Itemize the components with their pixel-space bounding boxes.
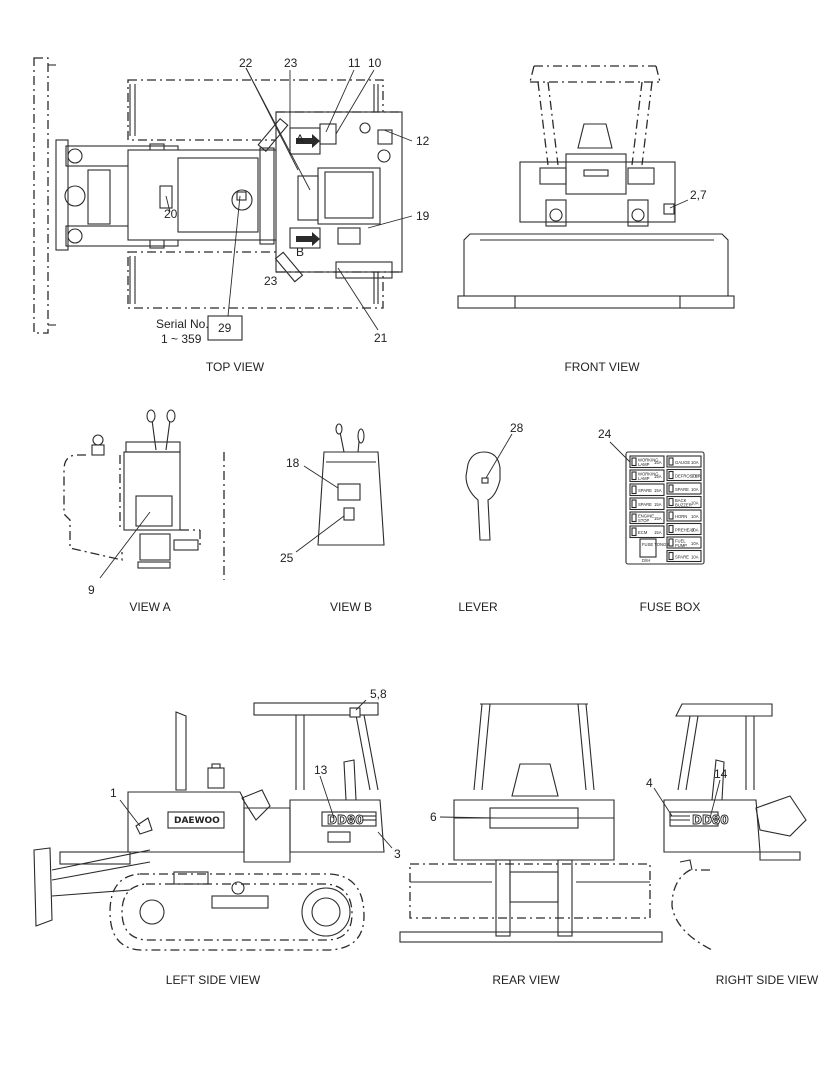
- right-side-view-caption: RIGHT SIDE VIEW: [716, 973, 819, 987]
- callout-4: 4: [646, 776, 653, 790]
- callout-5-8: 5,8: [370, 687, 387, 701]
- callout-6: 6: [430, 810, 437, 824]
- serial-label: Serial No.: [156, 317, 209, 331]
- callout-28: 28: [510, 421, 524, 435]
- fuse-amperage: 10A: [691, 514, 699, 519]
- callout-11: 11: [348, 56, 361, 70]
- view-b-drawing: [295, 423, 385, 553]
- callout-9: 9: [88, 583, 95, 597]
- fuse-box-footer: D/IH: [642, 558, 650, 563]
- fuse-amperage: 10A: [691, 460, 699, 465]
- top-view-drawing: [33, 57, 413, 341]
- fuse-name: GAUGE: [675, 460, 690, 465]
- front-view-drawing: [457, 65, 735, 309]
- lever-drawing: [465, 433, 513, 541]
- brand-decal-left: DAEWOO: [174, 816, 220, 826]
- fuse-name: SPARE: [638, 502, 652, 507]
- serial-range: 1 ~ 359: [161, 332, 202, 346]
- callout-13: 13: [314, 763, 328, 777]
- fuse-amperage: 10A: [691, 501, 699, 506]
- fuse-amperage: 15A: [654, 474, 662, 479]
- top-view-caption: TOP VIEW: [206, 360, 265, 374]
- model-decal-right: DD80: [692, 813, 729, 827]
- callout-18: 18: [286, 456, 300, 470]
- right-side-view-drawing: DD80: [653, 703, 807, 951]
- fuse-box-caption: FUSE BOX: [640, 600, 701, 614]
- model-decal-left: DD80: [327, 813, 364, 827]
- fuse-name: ECM: [638, 530, 648, 535]
- fuse-name: PREHEAT: [675, 528, 695, 533]
- callout-23-bottom: 23: [264, 274, 278, 288]
- callout-29: 29: [218, 321, 232, 335]
- fuse-name: SPARE: [675, 555, 689, 560]
- callout-21: 21: [374, 331, 388, 345]
- callout-3: 3: [394, 847, 401, 861]
- fuse-amperage: 15A: [654, 460, 662, 465]
- callout-2-7: 2,7: [690, 188, 707, 202]
- fuse-name: SPARE: [675, 487, 689, 492]
- fuse-slot: ECM 15A: [629, 525, 665, 539]
- fuse-amperage: 15A: [654, 530, 662, 535]
- callout-19: 19: [416, 209, 430, 223]
- fuse-amperage: 15A: [654, 488, 662, 493]
- view-b-caption: VIEW B: [330, 600, 372, 614]
- callout-22: 22: [239, 56, 253, 70]
- callout-24: 24: [598, 427, 612, 441]
- fuse-name: HORN: [675, 514, 687, 519]
- rear-view-caption: REAR VIEW: [492, 973, 560, 987]
- view-marker-b: B: [296, 245, 304, 259]
- view-a-caption: VIEW A: [129, 600, 170, 614]
- callout-14: 14: [714, 767, 728, 781]
- fuse-name: DEFROSTER: [675, 474, 701, 479]
- callout-1: 1: [110, 786, 117, 800]
- view-a-drawing: [63, 409, 225, 580]
- front-view-caption: FRONT VIEW: [564, 360, 640, 374]
- lever-caption: LEVER: [458, 600, 498, 614]
- fuse-amperage: 10A: [691, 474, 699, 479]
- callout-12: 12: [416, 134, 430, 148]
- fuse-amperage: 10A: [691, 555, 699, 560]
- fuse-amperage: 15A: [654, 516, 662, 521]
- left-side-view-caption: LEFT SIDE VIEW: [166, 973, 261, 987]
- fuse-amperage: 10A: [691, 541, 699, 546]
- callout-25: 25: [280, 551, 294, 565]
- left-side-view-drawing: DD80 DAEWOO: [33, 699, 393, 951]
- callout-23-top: 23: [284, 56, 298, 70]
- fuse-slot: HORN 10A: [666, 509, 702, 522]
- fuse-box-drawing: [609, 441, 705, 565]
- fuse-tongs-label: FUSE TONGS: [642, 542, 669, 547]
- callout-10: 10: [368, 56, 382, 70]
- view-marker-a: A: [296, 132, 304, 146]
- fuse-amperage: 10A: [691, 487, 699, 492]
- callout-20: 20: [164, 207, 178, 221]
- fuse-amperage: 15A: [654, 502, 662, 507]
- rear-view-drawing: [399, 703, 663, 943]
- fuse-name: SPARE: [638, 488, 652, 493]
- fuse-amperage: 10A: [691, 528, 699, 533]
